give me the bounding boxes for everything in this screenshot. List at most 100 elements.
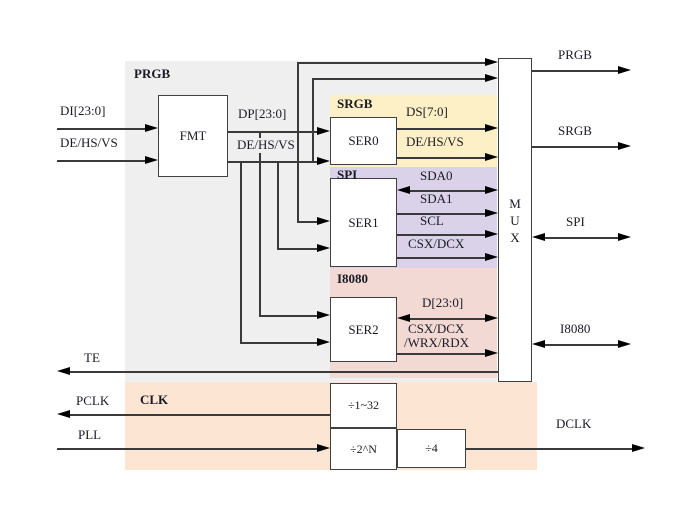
wire-csx-dcx bbox=[397, 257, 485, 259]
arrow-i8080-out bbox=[618, 339, 631, 348]
i8080-region-title: I8080 bbox=[337, 271, 369, 286]
wire-bypass-de-to-mux bbox=[312, 78, 486, 80]
wire-scl bbox=[397, 234, 485, 236]
arrow-into-ser2-in1 bbox=[317, 310, 330, 319]
de-input-label: DE/HS/VS bbox=[60, 135, 118, 150]
wire-te bbox=[70, 371, 498, 373]
di-input-label: DI[23:0] bbox=[60, 103, 106, 118]
arrow-di-into-fmt bbox=[145, 123, 158, 132]
ser2-label: SER2 bbox=[348, 321, 379, 337]
srgb-out-label: SRGB bbox=[558, 123, 592, 138]
divider-1-32-block: ÷1~32 bbox=[330, 383, 397, 428]
divider-4-block: ÷4 bbox=[397, 429, 466, 468]
te-label: TE bbox=[84, 350, 100, 365]
spi-region-title: SPI bbox=[337, 167, 358, 182]
mux-block: M U X bbox=[498, 58, 532, 382]
wire-srgb-out bbox=[532, 146, 618, 148]
wire-dclk bbox=[466, 448, 632, 450]
wire-ser2-in2 bbox=[240, 342, 318, 344]
spi-out-label: SPI bbox=[566, 214, 585, 229]
wire-sda1 bbox=[397, 213, 485, 215]
wire-ser1-in1 bbox=[297, 221, 318, 223]
arrow-de-into-fmt bbox=[145, 155, 158, 164]
wire-dp-out bbox=[228, 131, 318, 133]
arrow-prgb-out bbox=[618, 65, 631, 74]
arrow-bypass-dp-into-mux bbox=[485, 57, 498, 66]
arrow-scl-into-mux bbox=[485, 229, 498, 238]
de-ser0-label: DE/HS/VS bbox=[406, 134, 464, 149]
clk-region-title: CLK bbox=[140, 392, 169, 407]
ser0-label: SER0 bbox=[348, 133, 379, 148]
d-bus-label: D[23:0] bbox=[422, 295, 464, 310]
arrow-dp-into-ser0 bbox=[317, 126, 330, 135]
sda1-label: SDA1 bbox=[420, 191, 453, 206]
wire-wrx-rdx bbox=[397, 353, 485, 355]
arrow-wrx-into-mux bbox=[485, 348, 498, 357]
wire-riser-de bbox=[312, 78, 314, 161]
dclk-label: DCLK bbox=[556, 416, 592, 431]
ser2-block: SER2 bbox=[330, 297, 397, 362]
arrow-spi-into-mux bbox=[532, 232, 545, 241]
arrow-srgb-out bbox=[618, 141, 631, 150]
fmt-block: FMT bbox=[158, 95, 228, 177]
mux-label-m: M bbox=[509, 195, 521, 211]
csx-dcx2-label: CSX/DCX bbox=[408, 321, 465, 336]
dp-bus-label: DP[23:0] bbox=[236, 106, 289, 122]
wire-drop-de-ser1 bbox=[277, 161, 279, 248]
arrow-csx-into-mux bbox=[485, 252, 498, 261]
pclk-label: PCLK bbox=[76, 393, 110, 408]
fmt-label: FMT bbox=[179, 128, 207, 143]
mux-label-x: X bbox=[510, 229, 520, 245]
arrow-bypass-de-into-mux bbox=[485, 73, 498, 82]
wrx-rdx-label: /WRX/RDX bbox=[404, 335, 469, 350]
divider-1-32-label: ÷1~32 bbox=[347, 398, 380, 412]
arrow-sda0-into-ser1 bbox=[397, 185, 410, 194]
scl-label: SCL bbox=[420, 213, 444, 228]
arrow-de-into-ser0 bbox=[317, 156, 330, 165]
mux-label-u: U bbox=[510, 212, 520, 228]
arrow-dbus-into-ser2 bbox=[397, 313, 410, 322]
wire-i8080-out bbox=[545, 344, 618, 346]
sda0-label: SDA0 bbox=[420, 168, 453, 183]
wire-de-input bbox=[57, 160, 146, 162]
arrow-dbus-into-mux bbox=[485, 313, 498, 322]
prgb-region-title: PRGB bbox=[134, 66, 171, 81]
wire-riser-dp bbox=[297, 62, 299, 221]
wire-di-input bbox=[57, 128, 146, 130]
i8080-out-label: I8080 bbox=[560, 321, 591, 336]
wire-prgb-out bbox=[532, 70, 618, 72]
de-fmt-label: DE/HS/VS bbox=[235, 137, 297, 153]
arrow-into-ser1-in2 bbox=[317, 243, 330, 252]
wire-de-out bbox=[228, 161, 318, 163]
wire-sda0 bbox=[410, 190, 485, 192]
arrow-pll-into-div bbox=[317, 443, 330, 452]
ser1-block: SER1 bbox=[330, 178, 397, 267]
arrow-ds-into-mux bbox=[485, 123, 498, 132]
ser1-label: SER1 bbox=[348, 214, 379, 230]
divider-2n-label: ÷2^N bbox=[350, 441, 377, 456]
arrow-ser0de-into-mux bbox=[485, 152, 498, 161]
wire-bypass-dp-to-mux bbox=[297, 62, 486, 64]
arrow-dclk-out bbox=[632, 443, 645, 452]
pll-label: PLL bbox=[78, 427, 102, 442]
arrow-spi-out bbox=[618, 232, 631, 241]
wire-drop-de-ser2 bbox=[240, 161, 242, 342]
wire-ser0-de bbox=[397, 157, 485, 159]
wire-ser2-in1 bbox=[259, 315, 318, 317]
wire-pll bbox=[57, 448, 317, 450]
ser0-block: SER0 bbox=[330, 117, 397, 165]
arrow-into-ser2-in2 bbox=[317, 337, 330, 346]
arrow-te-out bbox=[57, 366, 70, 375]
wire-pclk bbox=[70, 414, 330, 416]
divider-2n-block: ÷2^N bbox=[330, 428, 397, 470]
srgb-region-title: SRGB bbox=[337, 96, 373, 111]
csx-dcx-label: CSX/DCX bbox=[408, 236, 465, 251]
wire-drop-dp-ser2 bbox=[259, 131, 261, 315]
wire-ser1-in2 bbox=[277, 248, 318, 250]
wire-spi-out bbox=[545, 237, 618, 239]
arrow-into-ser1-in1 bbox=[317, 216, 330, 225]
divider-4-label: ÷4 bbox=[425, 441, 438, 455]
ds-bus-label: DS[7:0] bbox=[406, 104, 448, 119]
arrow-sda0-into-mux bbox=[485, 185, 498, 194]
